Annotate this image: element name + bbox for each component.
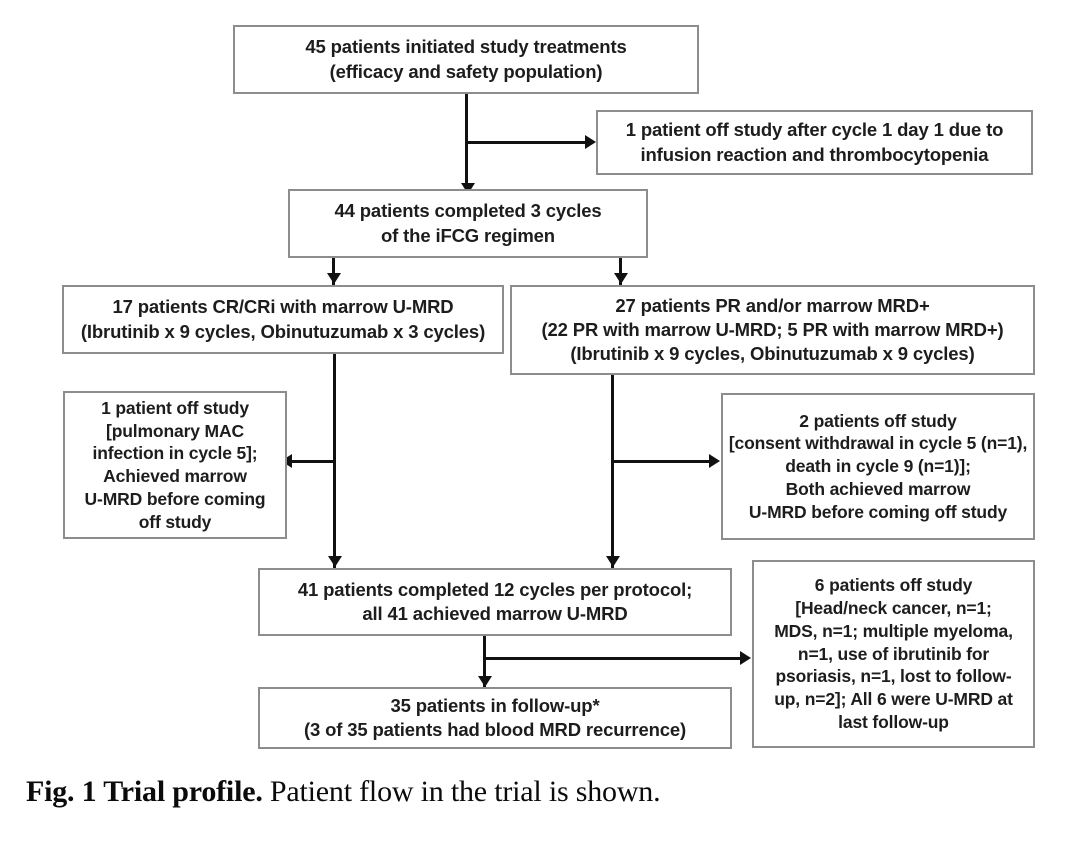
arrowhead-to-sixoff-box xyxy=(740,651,751,665)
node-completed-12-cycles-per-protocol: 41 patients completed 12 cycles per prot… xyxy=(258,568,732,636)
connector-cycles3-to-crcri xyxy=(332,258,335,285)
arrowhead-to-prmrd xyxy=(614,273,628,284)
node-line: Both achieved marrow xyxy=(785,478,971,499)
node-line: 44 patients completed 3 cycles xyxy=(334,200,602,222)
node-line: last follow-up xyxy=(838,711,949,732)
node-line: 17 patients CR/CRi with marrow U-MRD xyxy=(112,296,454,318)
node-pr-and-or-marrow-mrd-positive: 27 patients PR and/or marrow MRD+ (22 PR… xyxy=(510,285,1035,375)
node-one-patient-off-study-mac-infection: 1 patient off study [pulmonary MAC infec… xyxy=(63,391,287,539)
arrowhead-to-twooff-box xyxy=(709,454,720,468)
node-line: [Head/neck cancer, n=1; xyxy=(795,598,992,619)
node-line: (Ibrutinib x 9 cycles, Obinutuzumab x 3 … xyxy=(80,320,486,342)
arrowhead-to-completed-3-cycles xyxy=(461,183,475,194)
figure-caption-text: Patient flow in the trial is shown. xyxy=(262,775,661,808)
arrowhead-to-offstudy1 xyxy=(585,135,596,149)
connector-prmrd-to-twooff xyxy=(611,460,712,463)
arrowhead-to-followup xyxy=(478,676,492,687)
connector-cycles3-to-prmrd xyxy=(619,258,622,285)
node-line: [pulmonary MAC xyxy=(106,420,244,441)
node-one-patient-off-study-cycle1: 1 patient off study after cycle 1 day 1 … xyxy=(596,110,1033,175)
connector-completed12-trunk xyxy=(483,636,486,687)
connector-initiated-trunk xyxy=(465,94,468,195)
figure-caption-label: Fig. 1 Trial profile. xyxy=(26,775,263,808)
node-line: U-MRD before coming xyxy=(84,488,266,509)
node-line: n=1, use of ibrutinib for xyxy=(797,643,990,664)
connector-crcri-to-mac xyxy=(290,460,335,463)
node-patients-in-follow-up: 35 patients in follow-up* (3 of 35 patie… xyxy=(258,687,732,749)
node-line: 6 patients off study xyxy=(814,575,973,596)
node-completed-3-cycles-ifcg: 44 patients completed 3 cycles of the iF… xyxy=(288,189,648,258)
node-line: death in cycle 9 (n=1)]; xyxy=(785,456,971,477)
node-initiated-study-treatments: 45 patients initiated study treatments (… xyxy=(233,25,699,94)
node-line: 45 patients initiated study treatments xyxy=(305,36,627,58)
node-line: (Ibrutinib x 9 cycles, Obinutuzumab x 9 … xyxy=(570,343,975,365)
node-line: infection in cycle 5]; xyxy=(92,443,258,464)
node-line: 1 patient off study after cycle 1 day 1 … xyxy=(625,119,1004,141)
node-six-patients-off-study: 6 patients off study [Head/neck cancer, … xyxy=(752,560,1035,748)
node-line: 1 patient off study xyxy=(101,397,249,418)
node-line: (22 PR with marrow U-MRD; 5 PR with marr… xyxy=(541,318,1004,340)
arrowhead-crcri-to-completed12 xyxy=(328,556,342,567)
arrowhead-prmrd-to-completed12 xyxy=(606,556,620,567)
node-line: U-MRD before coming off study xyxy=(748,501,1008,522)
node-cr-cri-marrow-umrd: 17 patients CR/CRi with marrow U-MRD (Ib… xyxy=(62,285,504,354)
node-line: off study xyxy=(138,511,212,532)
node-line: of the iFCG regimen xyxy=(381,224,555,246)
node-line: psoriasis, n=1, lost to follow- xyxy=(775,666,1012,687)
figure-caption: Fig. 1 Trial profile. Patient flow in th… xyxy=(26,775,1056,809)
node-line: 35 patients in follow-up* xyxy=(390,694,600,716)
arrowhead-to-crcri xyxy=(327,273,341,284)
connector-prmrd-trunk xyxy=(611,375,614,568)
node-line: (3 of 35 patients had blood MRD recurren… xyxy=(303,719,687,740)
node-line: [consent withdrawal in cycle 5 (n=1), xyxy=(728,433,1028,454)
connector-initiated-to-offstudy1 xyxy=(465,141,590,144)
node-line: 41 patients completed 12 cycles per prot… xyxy=(297,578,693,600)
node-line: 2 patients off study xyxy=(799,410,957,431)
node-line: all 41 achieved marrow U-MRD xyxy=(362,603,628,624)
node-line: (efficacy and safety population) xyxy=(329,60,603,82)
node-line: Achieved marrow xyxy=(103,466,247,486)
node-line: MDS, n=1; multiple myeloma, xyxy=(774,620,1013,641)
node-line: 27 patients PR and/or marrow MRD+ xyxy=(615,294,930,316)
node-line: infusion reaction and thrombocytopenia xyxy=(640,143,989,165)
node-line: up, n=2]; All 6 were U-MRD at xyxy=(774,689,1013,710)
connector-completed12-to-sixoff xyxy=(483,657,743,660)
node-two-patients-off-study: 2 patients off study [consent withdrawal… xyxy=(721,393,1035,540)
